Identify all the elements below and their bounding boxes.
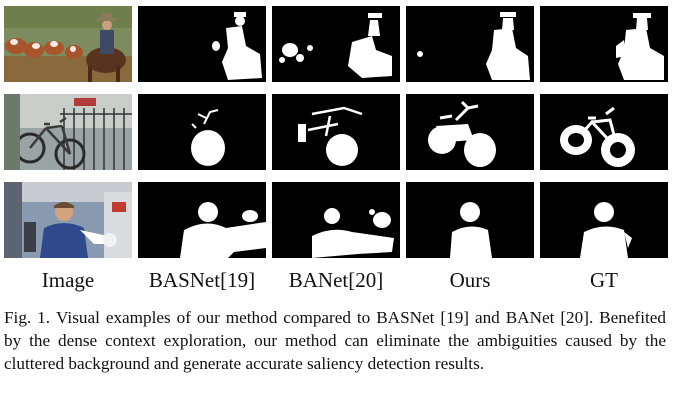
banet-saliency-map: [272, 182, 400, 258]
row1-ours: [406, 6, 534, 82]
banet-saliency-map: [272, 6, 400, 82]
banet-saliency-map: [272, 94, 400, 170]
row1-image: [4, 6, 132, 82]
row2-banet: [272, 94, 400, 170]
astronaut-photo: [4, 182, 132, 258]
bicycle-photo: [4, 94, 132, 170]
column-label-image: Image: [41, 268, 95, 292]
column-label-banet: BANet[20]: [288, 268, 384, 292]
figure-grid: [4, 6, 670, 260]
row3-basnet: [138, 182, 266, 258]
row2-basnet: [138, 94, 266, 170]
basnet-saliency-map: [138, 6, 266, 82]
row2-gt: [540, 94, 668, 170]
row3-gt: [540, 182, 668, 258]
row3-banet: [272, 182, 400, 258]
ground-truth-mask: [540, 182, 668, 258]
row1-basnet: [138, 6, 266, 82]
ground-truth-mask: [540, 6, 668, 82]
column-label-basnet: BASNet[19]: [148, 268, 256, 292]
cowboy-photo: [4, 6, 132, 82]
row1-gt: [540, 6, 668, 82]
row3-ours: [406, 182, 534, 258]
column-labels: Image BASNet[19] BANet[20] Ours GT: [4, 266, 670, 294]
column-label-ours: Ours: [449, 268, 491, 292]
row1-banet: [272, 6, 400, 82]
row2-ours: [406, 94, 534, 170]
basnet-saliency-map: [138, 182, 266, 258]
figure-number: Fig. 1.: [4, 308, 51, 327]
column-label-gt: GT: [590, 268, 618, 292]
row3-image: [4, 182, 132, 258]
row2-image: [4, 94, 132, 170]
our-saliency-map: [406, 6, 534, 82]
caption-text: Visual examples of our method compared t…: [4, 308, 666, 373]
figure-caption: Fig. 1.Visual examples of our method com…: [4, 306, 666, 375]
ground-truth-mask: [540, 94, 668, 170]
basnet-saliency-map: [138, 94, 266, 170]
our-saliency-map: [406, 182, 534, 258]
our-saliency-map: [406, 94, 534, 170]
